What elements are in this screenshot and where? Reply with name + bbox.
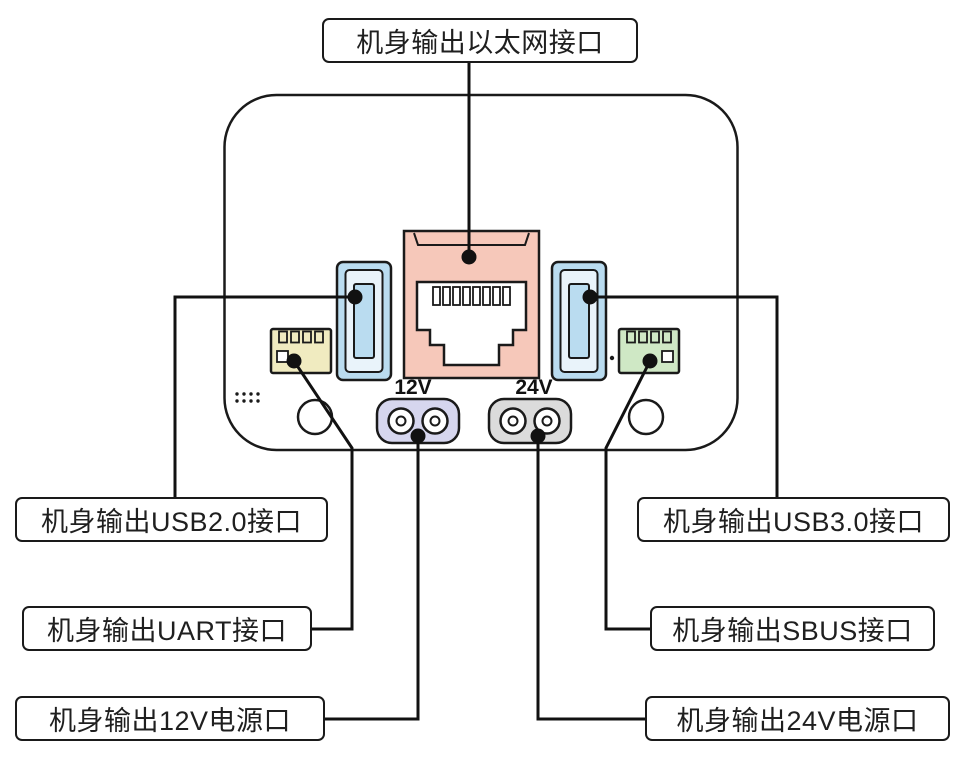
power-24v-port: [487, 397, 573, 445]
leader-sbus: [604, 360, 652, 631]
power-24v-pin-left-core: [507, 415, 519, 427]
label-uart: 机身输出UART接口: [22, 606, 312, 651]
uart-key-notch: [276, 350, 289, 363]
label-ethernet: 机身输出以太网接口: [322, 18, 638, 63]
label-power12v: 机身输出12V电源口: [15, 696, 325, 741]
anchor-dot-uart: [286, 353, 302, 369]
vent-dot-grid: [235, 392, 260, 403]
anchor-dot-usb2: [347, 289, 363, 305]
marking-24v: 24V: [515, 376, 552, 399]
annotation-lines: [173, 62, 779, 721]
usb3-port: [550, 260, 608, 382]
power-12v-pin-left-core: [395, 415, 407, 427]
leader-24v: [536, 436, 645, 721]
ethernet-port-lip: [413, 232, 530, 246]
rj45-pins: [432, 286, 511, 306]
label-usb2: 机身输出USB2.0接口: [15, 497, 328, 542]
uart-port: [269, 327, 333, 375]
label-usb3: 机身输出USB3.0接口: [637, 497, 950, 542]
sbus-pin1-dot: [609, 355, 615, 361]
anchor-dot-usb3: [582, 289, 598, 305]
leader-uart: [292, 360, 354, 631]
power-24v-pin-right-core: [541, 415, 553, 427]
sbus-port: [609, 327, 681, 375]
screw-hole-right: [627, 398, 665, 436]
usb2-port: [335, 260, 393, 382]
marking-12v: 12V: [394, 376, 431, 399]
anchor-dot-ethernet: [461, 249, 477, 265]
leader-usb2: [173, 295, 355, 497]
screw-holes: [296, 398, 665, 436]
leader-usb3: [590, 295, 779, 497]
anchor-dot-sbus: [642, 353, 658, 369]
leader-12v: [325, 436, 420, 721]
power-12v-pin-right-core: [429, 415, 441, 427]
label-power24v: 机身输出24V电源口: [645, 696, 950, 741]
anchor-dot-24v: [530, 428, 546, 444]
power-12v-port: [375, 397, 461, 445]
uart-pins: [278, 330, 324, 344]
screw-hole-left: [296, 398, 334, 436]
anchor-dot-12v: [410, 428, 426, 444]
annotation-dots: [286, 249, 658, 444]
sbus-key-notch: [661, 350, 674, 363]
label-sbus: 机身输出SBUS接口: [650, 606, 935, 651]
sbus-pins: [626, 330, 672, 344]
usb3-tongue: [568, 283, 590, 359]
